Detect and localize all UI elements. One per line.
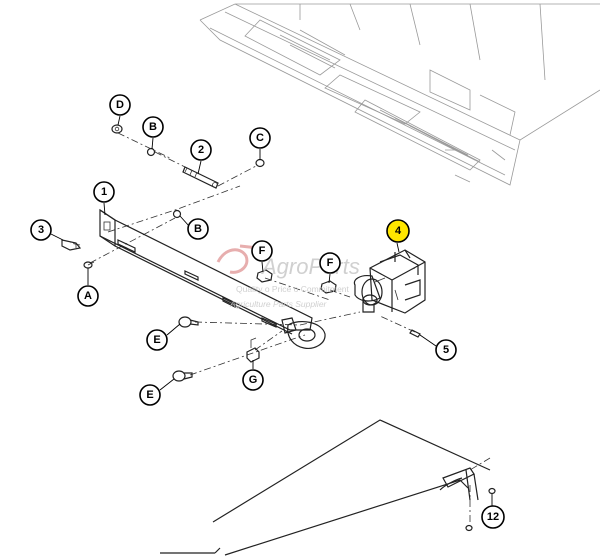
callout-12-label: 12 <box>487 511 499 523</box>
callout-e-lower-label: E <box>146 389 153 401</box>
callout-2: 2 <box>190 139 212 161</box>
watermark-brand: AgroParts <box>260 254 360 279</box>
callout-g-label: G <box>249 374 258 386</box>
callouts: D B 2 C 1 3 B 4 <box>30 94 505 529</box>
callout-4: 4 <box>386 219 410 243</box>
callout-1-label: 1 <box>101 186 107 198</box>
callout-a: A <box>77 285 99 307</box>
callout-b-upper: B <box>142 116 164 138</box>
bolt-g <box>246 337 260 363</box>
callout-2-label: 2 <box>198 144 204 156</box>
nut-f-right <box>320 280 337 294</box>
callout-c: C <box>249 127 271 149</box>
pin <box>409 329 421 338</box>
main-bracket <box>99 208 326 349</box>
callout-4-label: 4 <box>395 225 402 237</box>
callout-f-right-label: F <box>327 257 334 269</box>
callout-12: 12 <box>481 505 505 529</box>
callout-f-left: F <box>251 240 273 262</box>
callout-e-lower: E <box>139 384 161 406</box>
watermark-tagline-1: Quality o Price o Commitment <box>236 284 350 294</box>
nut-f-left <box>256 269 273 283</box>
watermark-tagline-2: Agriculture Parts Supplier <box>229 299 328 309</box>
lower-roller-assembly <box>160 419 496 556</box>
agroparts-watermark: AgroParts Quality o Price o Commitment A… <box>216 244 360 309</box>
washer-b2 <box>172 209 182 219</box>
callout-3: 3 <box>30 219 52 241</box>
bolt-e-lower <box>172 370 193 382</box>
callout-f-right: F <box>319 252 341 274</box>
callout-e-upper-label: E <box>153 334 160 346</box>
callout-5: 5 <box>435 339 457 361</box>
callout-a-label: A <box>84 290 92 302</box>
assembly-centre-lines <box>69 132 491 525</box>
callout-b-lower: B <box>187 218 209 240</box>
callout-5-label: 5 <box>443 344 449 356</box>
drive-rod <box>182 166 219 189</box>
callout-b-upper-label: B <box>149 121 157 133</box>
callout-g: G <box>242 369 264 391</box>
clip <box>61 239 82 251</box>
nut-d <box>111 124 123 134</box>
motor-assembly <box>353 249 426 314</box>
bolt-a <box>83 261 95 269</box>
callout-e-upper: E <box>146 329 168 351</box>
callout-f-left-label: F <box>259 245 266 257</box>
nut-c <box>255 158 265 168</box>
leader-lines <box>50 115 493 506</box>
callout-d: D <box>109 94 131 116</box>
callout-3-label: 3 <box>38 224 44 236</box>
washer-b1 <box>146 147 156 157</box>
callout-b-lower-label: B <box>194 223 202 235</box>
header-frame-sketch <box>199 3 600 186</box>
bolt-e-upper <box>178 316 199 328</box>
callout-c-label: C <box>256 132 264 144</box>
callout-d-label: D <box>116 99 124 111</box>
callout-1: 1 <box>93 181 115 203</box>
